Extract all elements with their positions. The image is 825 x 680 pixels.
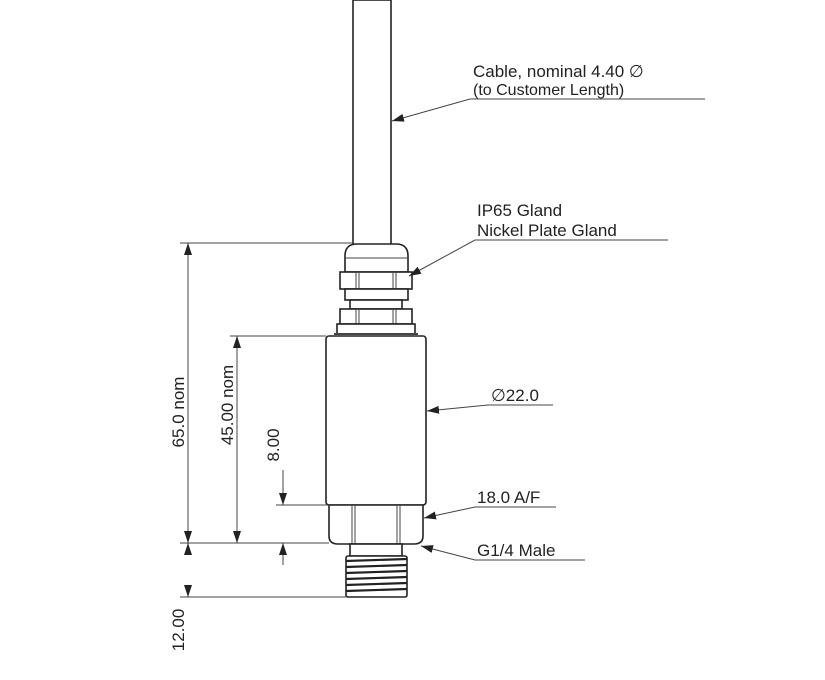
dim-hex-height: 8.00 bbox=[264, 428, 283, 461]
gland-nut-upper bbox=[339, 271, 413, 290]
dim-overall: 65.0 nom bbox=[169, 377, 188, 448]
gland-label: IP65 Gland bbox=[477, 201, 562, 220]
dim-body: 45.00 nom bbox=[218, 365, 237, 445]
gland-material-label: Nickel Plate Gland bbox=[477, 221, 617, 240]
body-cylinder bbox=[325, 335, 427, 506]
gland-nut-lower bbox=[339, 308, 413, 325]
dimension-lines bbox=[184, 243, 287, 597]
hex bbox=[328, 504, 424, 545]
sensor-part bbox=[325, 0, 427, 598]
cable-label: Cable, nominal 4.40 ∅ bbox=[473, 62, 644, 81]
cable bbox=[352, 0, 392, 247]
leaders bbox=[391, 98, 705, 561]
thread-label: G1/4 Male bbox=[477, 541, 555, 560]
diameter-label: ∅22.0 bbox=[491, 386, 539, 405]
dim-thread-length: 12.00 bbox=[169, 609, 188, 652]
cable-length-label: (to Customer Length) bbox=[473, 82, 624, 99]
hex-label: 18.0 A/F bbox=[477, 488, 540, 507]
extension-lines bbox=[180, 242, 353, 598]
